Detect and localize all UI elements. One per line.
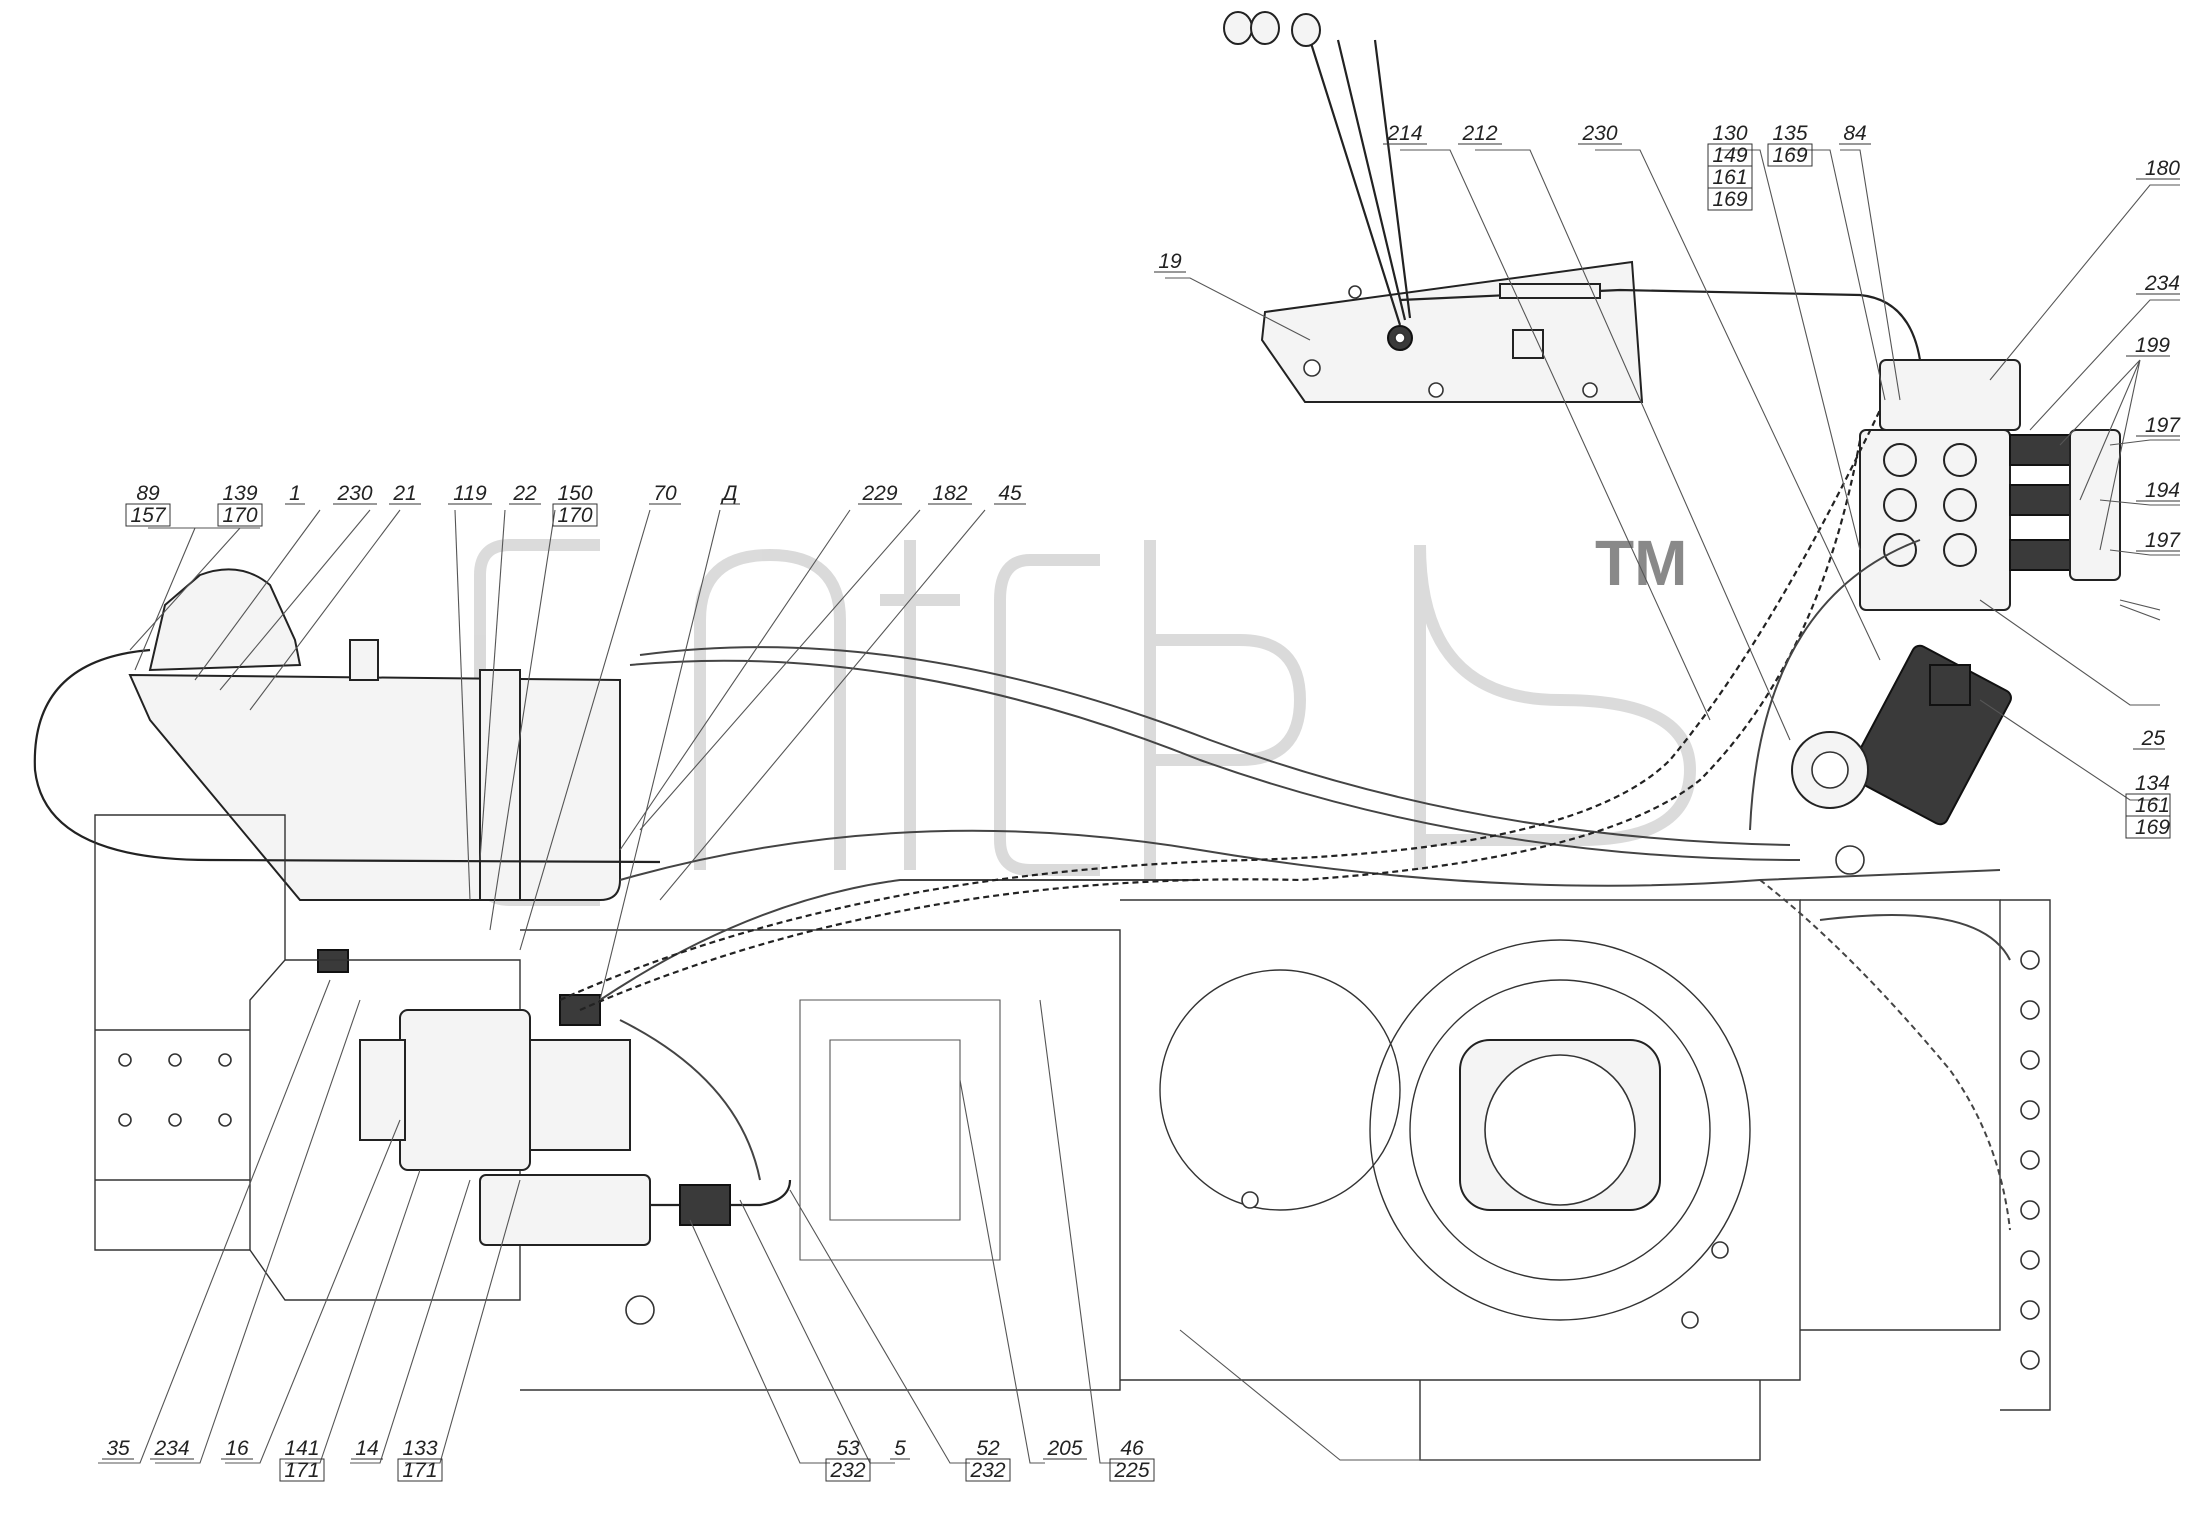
callout-l25-line0: 25 bbox=[2141, 727, 2166, 750]
callout-l52-line0: 52 bbox=[976, 1437, 1000, 1460]
callout-l197a-line0: 197 bbox=[2145, 414, 2181, 437]
callout-l134-line2: 169 bbox=[2135, 816, 2170, 839]
valve-coupling bbox=[2009, 484, 2071, 516]
callout-l180-line0: 180 bbox=[2145, 157, 2180, 180]
callout-l84-line0: 84 bbox=[1843, 122, 1866, 145]
callout-l130-line2: 161 bbox=[1712, 166, 1747, 189]
callout-l53-line1: 232 bbox=[829, 1459, 865, 1482]
pump-body bbox=[399, 1009, 531, 1171]
lever-knob bbox=[1223, 11, 1253, 45]
callout-l194-line0: 194 bbox=[2145, 479, 2180, 502]
callout-l21-line0: 21 bbox=[392, 482, 416, 505]
callout-l133-line1: 171 bbox=[402, 1459, 437, 1482]
callout-l89-line0: 89 bbox=[136, 482, 160, 505]
callout-lD-line0: Д bbox=[721, 482, 738, 505]
callout-l133-line0: 133 bbox=[402, 1437, 437, 1460]
callout-l214-line0: 214 bbox=[1386, 122, 1422, 145]
lever-knob bbox=[1250, 11, 1280, 45]
distributor-body bbox=[1859, 429, 2011, 611]
callout-l130-line1: 149 bbox=[1712, 144, 1747, 167]
watermark-tm-text: TM bbox=[1595, 527, 1687, 599]
callout-l150-line1: 170 bbox=[557, 504, 592, 527]
plate-hole bbox=[1303, 359, 1321, 377]
callout-box bbox=[1707, 187, 1753, 211]
callout-l46-line0: 46 bbox=[1120, 1437, 1144, 1460]
callout-l5-line0: 5 bbox=[894, 1437, 906, 1460]
callout-l14-line0: 14 bbox=[355, 1437, 378, 1460]
transmission-housing bbox=[94, 814, 2051, 1461]
callout-l130-line0: 130 bbox=[1712, 122, 1747, 145]
callout-l19-line0: 19 bbox=[1158, 250, 1182, 273]
control-lever-assembly bbox=[1223, 11, 1922, 403]
callout-l89-line1: 157 bbox=[130, 504, 166, 527]
rear-axle-housing bbox=[1369, 939, 1751, 1321]
callout-l139-line0: 139 bbox=[222, 482, 257, 505]
callout-l46-line1: 225 bbox=[1113, 1459, 1149, 1482]
callout-l230a-line0: 230 bbox=[336, 482, 372, 505]
pressure-filter bbox=[479, 1174, 651, 1246]
callout-l205-line0: 205 bbox=[1046, 1437, 1082, 1460]
tank-body bbox=[128, 673, 621, 901]
valve-coupling bbox=[2009, 434, 2071, 466]
callout-l139-line1: 170 bbox=[222, 504, 257, 527]
valve-coupling bbox=[2009, 539, 2071, 571]
hydraulic-pump-unit bbox=[359, 994, 792, 1246]
callout-l199-line0: 199 bbox=[2135, 334, 2170, 357]
pump-gearbox bbox=[529, 1039, 631, 1151]
callout-l150-line0: 150 bbox=[557, 482, 592, 505]
callout-l53-line0: 53 bbox=[836, 1437, 860, 1460]
brand-watermark-logo: TM bbox=[474, 527, 1697, 906]
tank-drain-fitting bbox=[317, 949, 349, 973]
lever-pivot-center bbox=[1394, 332, 1406, 344]
callout-l135-line1: 169 bbox=[1772, 144, 1807, 167]
callout-l212-line0: 212 bbox=[1461, 122, 1497, 145]
hydraulic-distributor-valve-block bbox=[1791, 359, 2161, 875]
callout-l234b-line0: 234 bbox=[153, 1437, 189, 1460]
hydraulic-hoses bbox=[559, 409, 2011, 1231]
callout-l141-line0: 141 bbox=[284, 1437, 319, 1460]
callout-l134-line0: 134 bbox=[2135, 772, 2170, 795]
callout-l234r-line0: 234 bbox=[2144, 272, 2180, 295]
callout-l141-line1: 171 bbox=[284, 1459, 319, 1482]
filter-head bbox=[1929, 664, 1971, 706]
tank-filler-cap bbox=[148, 568, 302, 672]
callout-l70-line0: 70 bbox=[653, 482, 677, 505]
callout-l22-line0: 22 bbox=[512, 482, 537, 505]
callout-l229-line0: 229 bbox=[861, 482, 897, 505]
callout-l134-line1: 161 bbox=[2135, 794, 2170, 817]
hydraulic-oil-tank bbox=[33, 568, 661, 973]
callout-l230b-line0: 230 bbox=[1581, 122, 1617, 145]
callout-l182-line0: 182 bbox=[932, 482, 967, 505]
callout-l45-line0: 45 bbox=[998, 482, 1022, 505]
callout-l35-line0: 35 bbox=[106, 1437, 130, 1460]
cable-sleeve bbox=[1499, 283, 1601, 299]
lever-knob bbox=[1291, 13, 1321, 47]
quick-coupler-block bbox=[2069, 429, 2121, 581]
distributor-top-section bbox=[1879, 359, 2021, 431]
plate-hole bbox=[1428, 382, 1444, 398]
callout-l52-line1: 232 bbox=[969, 1459, 1005, 1482]
callout-l1-line0: 1 bbox=[289, 482, 301, 505]
control-cable bbox=[1399, 288, 1922, 361]
plate-hole bbox=[1582, 382, 1598, 398]
callout-l16-line0: 16 bbox=[225, 1437, 249, 1460]
callout-l197b-line0: 197 bbox=[2145, 529, 2181, 552]
pump-mount bbox=[359, 1039, 406, 1141]
callout-l135-line0: 135 bbox=[1772, 122, 1807, 145]
suction-pipe bbox=[33, 648, 661, 864]
callout-l119-line0: 119 bbox=[453, 482, 487, 505]
plate-bracket bbox=[1512, 329, 1544, 359]
control-lever-rods bbox=[1308, 39, 1412, 326]
plate-hole bbox=[1348, 285, 1362, 299]
housing-bore bbox=[1159, 969, 1401, 1211]
tank-breather bbox=[349, 639, 379, 681]
callout-l130-line3: 169 bbox=[1712, 188, 1747, 211]
callout-box bbox=[2125, 815, 2171, 839]
